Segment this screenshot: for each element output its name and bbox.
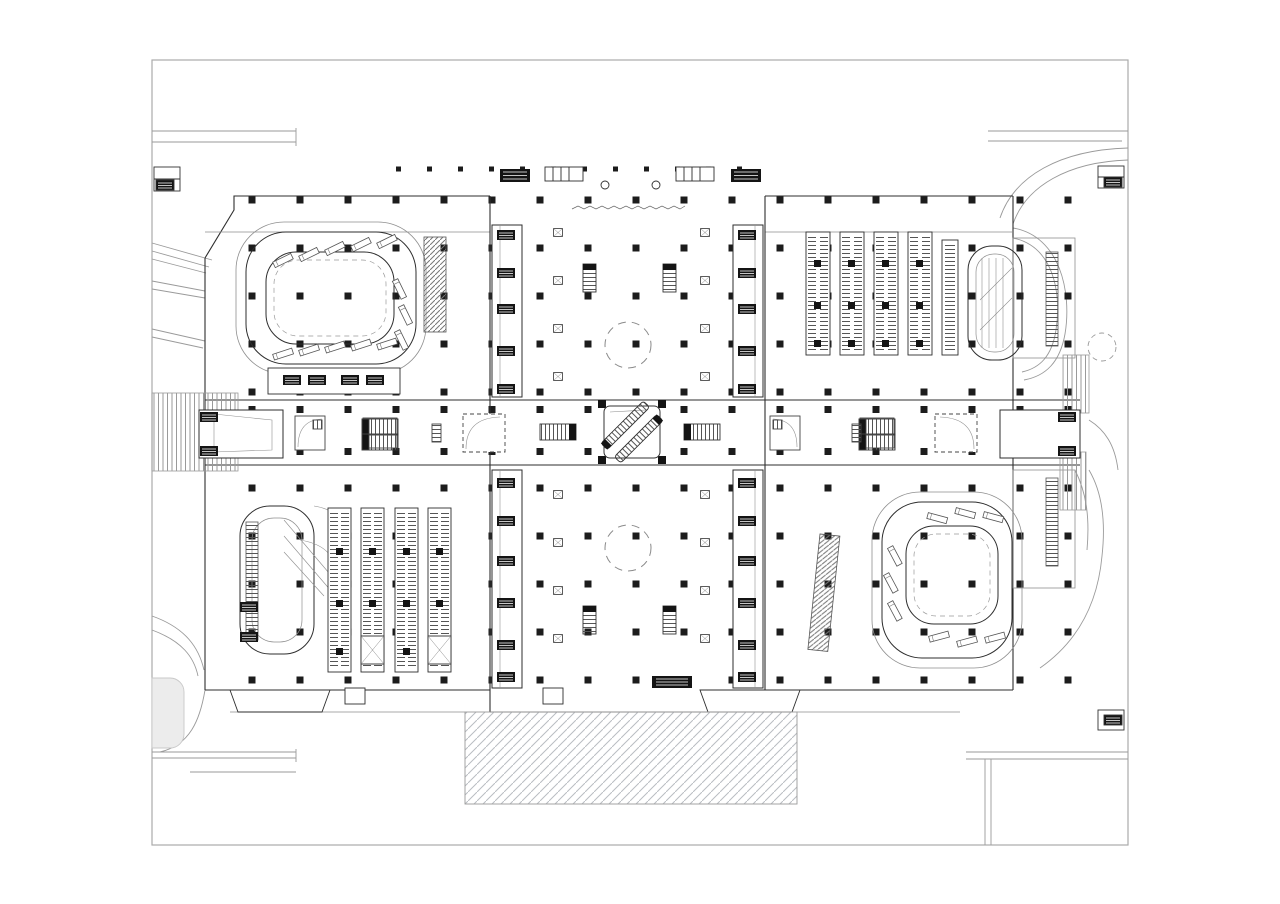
road-bottom-left bbox=[152, 689, 297, 773]
parking-row bbox=[360, 507, 385, 673]
loop-island bbox=[905, 525, 999, 625]
loop-island-dashed bbox=[273, 259, 387, 337]
escalator-box bbox=[934, 413, 978, 453]
ramp-lanes bbox=[979, 258, 1013, 348]
road-west-lower bbox=[151, 615, 205, 677]
central-escalator-square bbox=[598, 400, 666, 464]
band-escalator-boxes bbox=[294, 413, 978, 453]
east-wing-upper bbox=[1012, 237, 1076, 359]
road-bottom-right bbox=[966, 751, 1128, 845]
gatehouses bbox=[151, 165, 1125, 749]
escalator-box bbox=[294, 415, 326, 451]
escalator-box bbox=[851, 423, 862, 443]
escalator-box bbox=[858, 417, 896, 451]
hatched-forecourt bbox=[464, 711, 798, 805]
service-spines bbox=[491, 224, 764, 689]
road-top-left bbox=[152, 128, 297, 146]
escalator-box bbox=[769, 415, 801, 451]
loop-roadway bbox=[881, 501, 1013, 659]
road-west-upper bbox=[151, 242, 213, 299]
escalator-box bbox=[431, 423, 442, 443]
south-entrance bbox=[229, 676, 801, 713]
escalator-box bbox=[361, 417, 399, 451]
parking-row bbox=[907, 231, 933, 356]
road-west-mid bbox=[151, 328, 206, 349]
loop-ramp-outer bbox=[239, 505, 315, 655]
concourse-band bbox=[151, 354, 1090, 511]
gatehouse-southeast bbox=[1097, 709, 1125, 731]
gatehouse-northeast bbox=[1097, 165, 1125, 189]
ramp-oval-inner bbox=[975, 253, 1015, 353]
quadrant-lower-left bbox=[239, 505, 452, 673]
walkway-strip bbox=[245, 521, 259, 641]
parking-rows-lower bbox=[327, 507, 452, 673]
grand-stair-east-lower bbox=[1059, 451, 1087, 511]
loop-outer-edge bbox=[871, 491, 1023, 669]
parking-rows-upper bbox=[805, 231, 959, 356]
green-verge bbox=[151, 677, 185, 749]
stair-box bbox=[360, 635, 385, 665]
stair-box bbox=[427, 635, 452, 665]
parking-row bbox=[805, 231, 831, 356]
quadrant-upper-right bbox=[805, 231, 1059, 361]
road-east-link bbox=[1088, 419, 1119, 471]
parking-row bbox=[327, 507, 352, 673]
ramp-hatched bbox=[807, 533, 841, 652]
quadrant-upper-left bbox=[235, 221, 447, 395]
stair-strip-east-upper bbox=[1045, 251, 1059, 347]
quadrant-lower-right bbox=[807, 477, 1059, 669]
central-escalator-banks bbox=[539, 423, 721, 441]
loop-roadway bbox=[245, 231, 417, 365]
atrium-dashed-circle-lower bbox=[604, 524, 652, 572]
gatehouse-northwest bbox=[153, 166, 181, 192]
north-entrance bbox=[500, 166, 761, 210]
central-corridor bbox=[229, 166, 801, 713]
parking-row bbox=[839, 231, 865, 356]
atrium-dashed-circle-upper bbox=[604, 321, 652, 369]
east-wing-lower bbox=[1012, 469, 1076, 589]
road-top-right bbox=[988, 130, 1128, 142]
parking-row bbox=[941, 239, 959, 356]
roundabout-dashed-circle bbox=[1087, 332, 1117, 362]
grand-stair-east-upper bbox=[1062, 354, 1090, 414]
escalator-box bbox=[462, 413, 506, 453]
entrance-zigzag bbox=[571, 205, 686, 210]
ramp-ties bbox=[283, 505, 345, 597]
parking-row bbox=[873, 231, 899, 356]
stair-strip-east-lower bbox=[1045, 477, 1059, 567]
loop-island-dashed bbox=[913, 533, 991, 617]
band-walls bbox=[205, 399, 1080, 466]
ramp-oval-outer bbox=[967, 245, 1023, 361]
parking-row bbox=[394, 507, 419, 673]
parking-row bbox=[427, 507, 452, 673]
ramp-hatched bbox=[423, 236, 447, 333]
